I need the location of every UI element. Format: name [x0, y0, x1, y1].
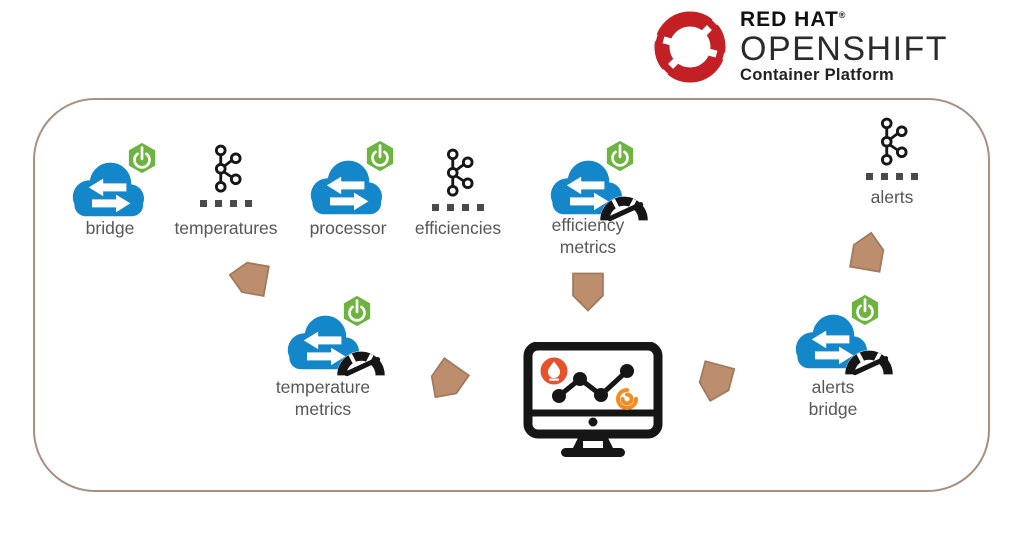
node-efficiencies-label: efficiencies: [414, 218, 502, 238]
openshift-logo: RED HAT® OPENSHIFT Container Platform: [648, 6, 948, 88]
spring-boot-icon: [602, 138, 638, 174]
logo-product: OPENSHIFT: [740, 29, 949, 68]
node-bridge: [68, 140, 172, 226]
node-efficiency-metrics-label: efficiency metrics: [551, 215, 625, 257]
spring-boot-icon: [362, 138, 398, 174]
node-efficiencies: [428, 147, 488, 211]
registered-mark: ®: [838, 10, 847, 21]
platform-boundary: [33, 98, 990, 492]
node-temperatures: [196, 143, 256, 207]
spring-boot-icon: [124, 140, 160, 176]
flow-arrow-efficiency-metrics-to-dashboard: [566, 270, 610, 314]
flow-arrow-temperatures-to-temperature-metrics: [223, 253, 274, 304]
topic-dotted-line: [428, 204, 488, 211]
monitoring-dashboard-icon: [523, 342, 663, 460]
topic-dotted-line: [196, 200, 256, 207]
node-alerts-bridge-label: alerts bridge: [808, 377, 858, 419]
node-processor-label: processor: [309, 218, 387, 238]
node-processor: [306, 138, 410, 224]
node-temperatures-label: temperatures: [174, 218, 278, 238]
logo-brand-text: RED HAT: [740, 8, 839, 32]
kafka-topic-icon: [208, 143, 244, 193]
topic-dotted-line: [862, 173, 922, 180]
metrics-gauge-icon: [335, 347, 387, 377]
logo-subtitle: Container Platform: [740, 65, 894, 84]
kafka-topic-icon: [440, 147, 476, 197]
node-temperature-metrics: [283, 293, 387, 379]
openshift-ring-icon: [648, 6, 732, 88]
spring-boot-icon: [847, 292, 883, 328]
kafka-topic-icon: [874, 116, 910, 166]
logo-text: RED HAT® OPENSHIFT Container Platform: [740, 9, 948, 84]
node-temperature-metrics-label: temperature metrics: [275, 377, 371, 419]
metrics-gauge-icon: [843, 346, 895, 376]
node-bridge-label: bridge: [85, 218, 135, 238]
node-alerts-bridge: [791, 292, 895, 378]
spring-boot-icon: [339, 293, 375, 329]
node-efficiency-metrics: [546, 138, 650, 224]
node-alerts: [862, 116, 922, 180]
node-alerts-label: alerts: [870, 187, 914, 207]
flow-arrow-alerts-bridge-to-alerts: [843, 226, 894, 277]
logo-brand: RED HAT®: [740, 9, 948, 31]
